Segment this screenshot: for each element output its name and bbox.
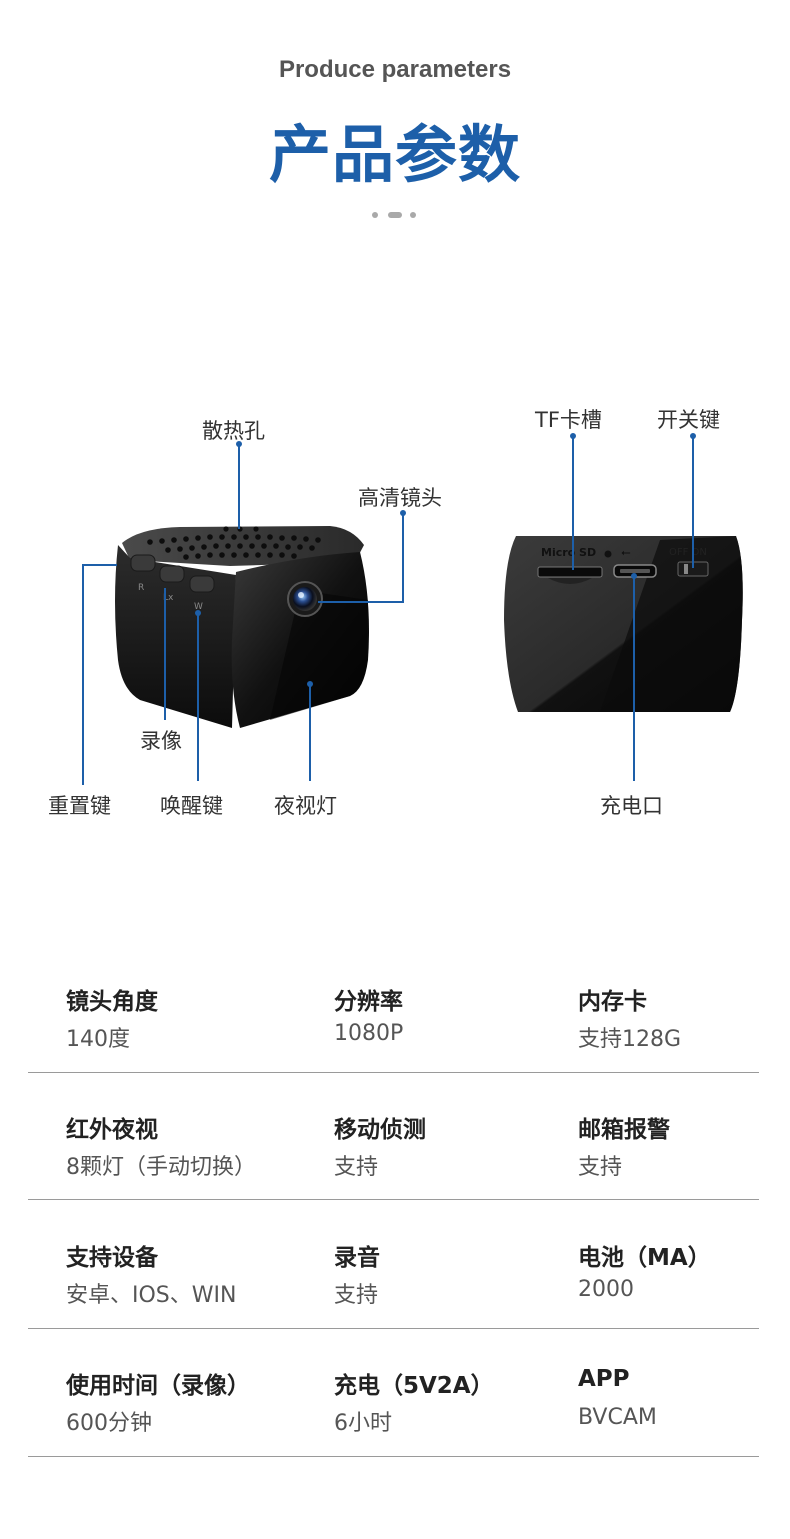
spec-value: 8颗灯（手动切换） [66,1155,256,1180]
spec-label: 充电（5V2A） [334,1373,494,1399]
label-night-light: 夜视灯 [274,794,337,818]
callout-dots [195,433,696,687]
spec-label: 镜头角度 [66,989,158,1015]
camera-front-view: R Lx W [115,526,369,728]
decorative-dots [370,211,420,219]
product-diagram: R Lx W Micro SD ⭠ OFF ON [82,433,743,785]
spec-label: 使用时间（录像） [66,1373,250,1399]
spec-value: 6小时 [334,1411,392,1436]
heat-vent-holes [147,526,321,560]
spec-value: 支持128G [578,1027,682,1052]
label-tf-slot: TF卡槽 [535,408,602,432]
label-record: 录像 [140,729,182,753]
svg-text:⭠: ⭠ [621,545,631,559]
spec-label: APP [578,1366,630,1392]
spec-value: 1080P [334,1021,404,1046]
row-divider [28,1456,759,1457]
label-wake-key: 唤醒键 [160,794,223,818]
spec-value: 支持 [334,1283,379,1308]
spec-label: 红外夜视 [66,1117,158,1143]
callout-lines [82,436,694,785]
spec-value: 2000 [578,1277,634,1302]
page-title: 产品参数 [268,118,521,191]
spec-label: 录音 [334,1245,380,1271]
svg-text:W: W [194,602,203,612]
label-power-switch: 开关键 [657,408,720,432]
spec-label: 电池（MA） [578,1245,711,1271]
label-heat-vent: 散热孔 [202,419,265,443]
spec-label: 内存卡 [578,989,647,1015]
spec-label: 移动侦测 [334,1117,426,1143]
spec-value: BVCAM [578,1405,657,1430]
subtitle: Produce parameters [278,56,512,83]
label-reset-key: 重置键 [48,794,111,818]
svg-text:R: R [138,583,144,593]
spec-value: 安卓、IOS、WIN [66,1283,237,1308]
row-divider [28,1072,759,1073]
svg-text:Lx: Lx [163,593,174,603]
spec-value: 600分钟 [66,1411,152,1436]
camera-back-view: Micro SD ⭠ OFF ON [504,536,743,712]
spec-value: 支持 [334,1155,379,1180]
spec-label: 分辨率 [334,989,403,1015]
sd-marking: Micro SD [541,546,596,559]
spec-label: 邮箱报警 [578,1117,670,1143]
row-divider [28,1328,759,1329]
spec-value: 140度 [66,1027,130,1052]
switch-marking: OFF ON [669,547,707,558]
spec-value: 支持 [578,1155,623,1180]
spec-label: 支持设备 [66,1245,158,1271]
row-divider [28,1199,759,1200]
label-charge-port: 充电口 [600,794,663,818]
label-hd-lens: 高清镜头 [358,486,442,510]
